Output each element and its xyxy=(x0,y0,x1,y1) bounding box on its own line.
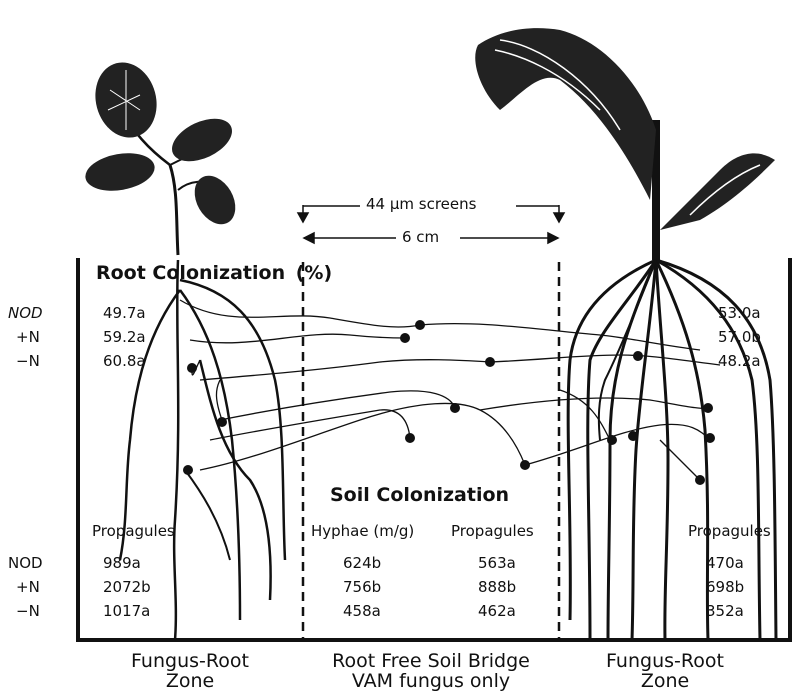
root-colonization-unit: (%) xyxy=(296,262,332,284)
left-propagules-value: 2072b xyxy=(103,580,151,595)
root-colonization-title: Root Colonization (%) xyxy=(96,264,332,283)
root-row-label-nod: NOD xyxy=(8,306,43,321)
spore xyxy=(400,333,410,343)
left-propagules-value: 989a xyxy=(103,556,141,571)
middle-zone-line1: Root Free Soil Bridge xyxy=(301,652,561,671)
right-zone-line2: Zone xyxy=(535,672,793,691)
screens-label: 44 µm screens xyxy=(366,197,476,212)
spore xyxy=(703,403,713,413)
spore xyxy=(485,357,495,367)
soil-colonization-title: Soil Colonization xyxy=(330,486,509,505)
distance-label: 6 cm xyxy=(402,230,439,245)
right-zone-line1: Fungus-Root xyxy=(535,652,793,671)
middle-zone-line2: VAM fungus only xyxy=(301,672,561,691)
spore xyxy=(450,403,460,413)
hyphae-header: Hyphae (m/g) xyxy=(311,524,414,539)
fungal-hyphae xyxy=(180,300,720,480)
spore xyxy=(405,433,415,443)
spore xyxy=(633,351,643,361)
corn-plant-icon xyxy=(475,28,775,260)
spore xyxy=(183,465,193,475)
bridge-propagules-value: 563a xyxy=(478,556,516,571)
root-right-value: 48.2a xyxy=(718,354,761,369)
root-colonization-title-text: Root Colonization xyxy=(96,262,285,284)
right-propagules-value: 352a xyxy=(706,604,744,619)
root-row-label-plus-n: +N xyxy=(16,330,40,345)
left-propagules-value: 1017a xyxy=(103,604,150,619)
root-right-value: 53.0a xyxy=(718,306,761,321)
spore xyxy=(705,433,715,443)
bridge-propagules-value: 888b xyxy=(478,580,516,595)
spore xyxy=(415,320,425,330)
root-left-value: 59.2a xyxy=(103,330,146,345)
hyphae-value: 624b xyxy=(343,556,381,571)
right-propagules-value: 698b xyxy=(706,580,744,595)
root-left-value: 49.7a xyxy=(103,306,146,321)
spore xyxy=(628,431,638,441)
soil-row-label-nod: NOD xyxy=(8,556,43,571)
bridge-propagules-value: 462a xyxy=(478,604,516,619)
left-zone-line2: Zone xyxy=(60,672,320,691)
hyphae-value: 458a xyxy=(343,604,381,619)
right-propagules-header: Propagules xyxy=(688,524,771,539)
soil-row-label-minus-n: −N xyxy=(16,604,40,619)
left-zone-line1: Fungus-Root xyxy=(60,652,320,671)
soil-row-label-plus-n: +N xyxy=(16,580,40,595)
hyphae-value: 756b xyxy=(343,580,381,595)
root-right-value: 57.0b xyxy=(718,330,761,345)
spore xyxy=(187,363,197,373)
right-propagules-value: 470a xyxy=(706,556,744,571)
spore xyxy=(607,435,617,445)
root-left-value: 60.8a xyxy=(103,354,146,369)
root-row-label-minus-n: −N xyxy=(16,354,40,369)
left-propagules-header: Propagules xyxy=(92,524,175,539)
spore xyxy=(217,417,227,427)
clover-plant-icon xyxy=(82,56,243,255)
spore xyxy=(520,460,530,470)
spore xyxy=(695,475,705,485)
bridge-propagules-header: Propagules xyxy=(451,524,534,539)
